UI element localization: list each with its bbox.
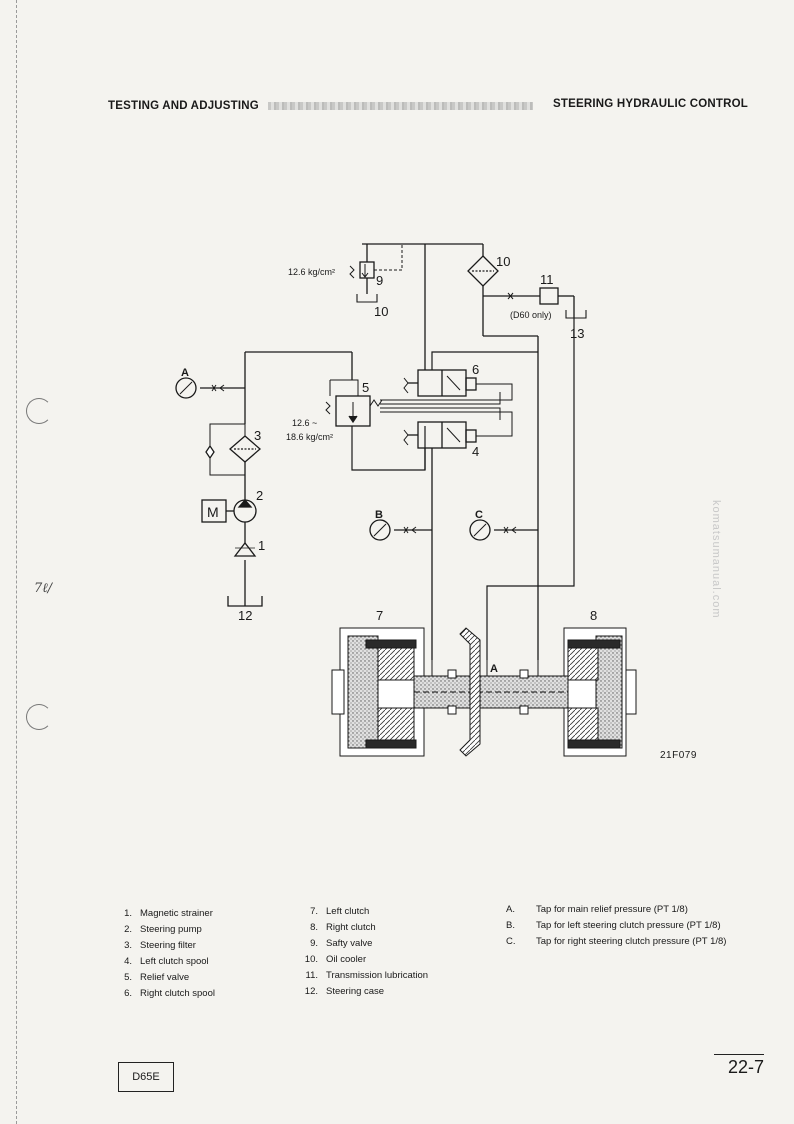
callout-8: 8 (590, 608, 597, 623)
legend-item: 10.Oil cooler (304, 954, 367, 965)
figure-code: 21F079 (660, 750, 697, 761)
legend-item: 4.Left clutch spool (124, 956, 209, 967)
hydraulic-circuit-diagram: 1 2 3 4 5 6 7 8 9 10 10 11 12 13 A B C A… (175, 243, 637, 757)
gauge-label-b: B (375, 509, 383, 521)
legend-item: 1.Magnetic strainer (124, 908, 213, 919)
callout-7: 7 (376, 608, 383, 623)
gauge-label-c: C (475, 509, 483, 521)
legend-col-2: 7.Left clutch 8.Right clutch 9.Safty val… (296, 906, 428, 1002)
legend-item: 8.Right clutch (310, 922, 376, 933)
model-badge: D65E (118, 1062, 174, 1092)
margin-note: 7ℓ/ (34, 581, 53, 596)
binding-edge (16, 0, 18, 1124)
callout-10-cooler: 10 (496, 254, 510, 269)
chapter-title: STEERING HYDRAULIC CONTROL (553, 98, 748, 110)
legend-col-1: 1.Magnetic strainer 2.Steering pump 3.St… (110, 908, 215, 1004)
legend-item: 6.Right clutch spool (124, 988, 215, 999)
punch-hole (26, 398, 52, 424)
page-header: TESTING AND ADJUSTING STEERING HYDRAULIC… (108, 96, 748, 118)
callout-6: 6 (472, 362, 479, 377)
legend-item: B.Tap for left steering clutch pressure … (506, 920, 721, 931)
legend-item: 7.Left clutch (310, 906, 370, 917)
callout-11: 11 (540, 272, 554, 287)
callout-13: 13 (570, 326, 584, 341)
legend-item: 2.Steering pump (124, 924, 202, 935)
legend-item: 11.Transmission lubrication (305, 970, 429, 981)
legend-item: 3.Steering filter (124, 940, 196, 951)
pressure-safety: 12.6 kg/cm² (288, 267, 335, 277)
legend-item: A.Tap for main relief pressure (PT 1/8) (506, 904, 688, 915)
header-band (268, 102, 533, 110)
callout-3: 3 (254, 428, 261, 443)
legend-item: 12.Steering case (304, 986, 385, 997)
watermark: komatsumanual.com (710, 500, 722, 619)
section-label-a: A (490, 663, 498, 675)
callout-1: 1 (258, 538, 265, 553)
d60-note: (D60 only) (510, 310, 552, 320)
motor-label: M (207, 504, 219, 520)
callout-12: 12 (238, 608, 252, 623)
legend-item: 9.Safty valve (310, 938, 373, 949)
pressure-relief-1: 12.6 ~ (292, 418, 317, 428)
pressure-relief-2: 18.6 kg/cm² (286, 432, 333, 442)
punch-hole (26, 704, 52, 730)
callout-5: 5 (362, 380, 369, 395)
gauge-label-a: A (181, 367, 189, 379)
legend-item: C.Tap for right steering clutch pressure… (506, 936, 727, 947)
callout-9: 9 (376, 273, 383, 288)
legend-item: 5.Relief valve (124, 972, 190, 983)
page-number: 22-7 (714, 1054, 764, 1078)
callout-10-tank: 10 (374, 304, 388, 319)
section-title: TESTING AND ADJUSTING (108, 100, 259, 112)
callout-4: 4 (472, 444, 479, 459)
callout-2: 2 (256, 488, 263, 503)
legend-col-3: A.Tap for main relief pressure (PT 1/8) … (506, 904, 726, 952)
